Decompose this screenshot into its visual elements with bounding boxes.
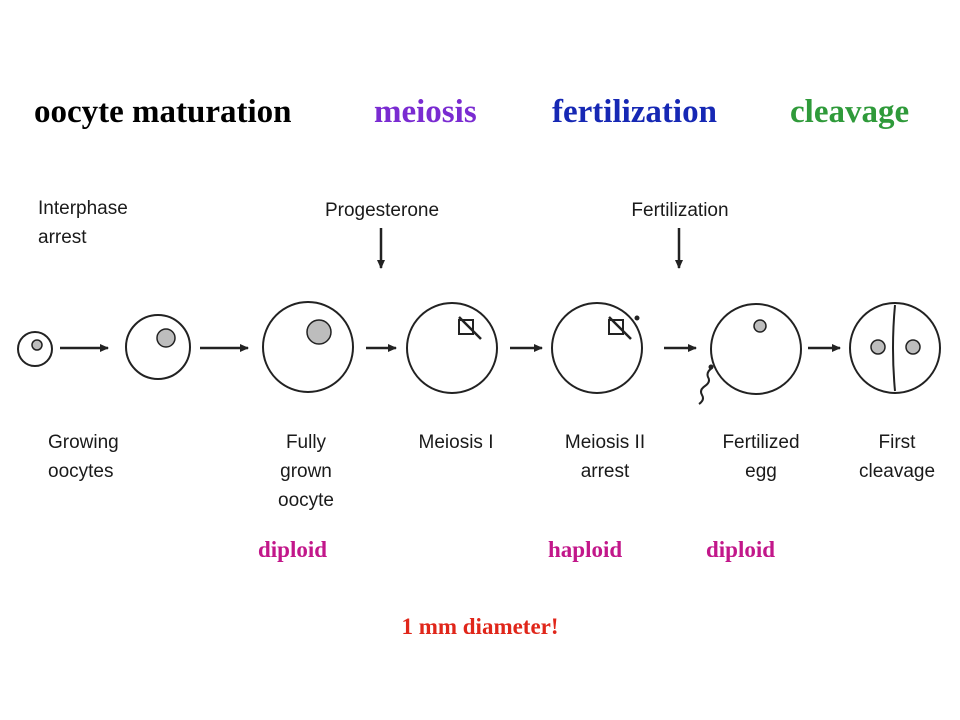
sperm-tail [698, 367, 713, 405]
ploidy-diploid-egg: diploid [706, 537, 776, 562]
ploidy-haploid: haploid [548, 537, 623, 562]
label-meiosis-ii-arrest: Meiosis II arrest [564, 432, 646, 482]
meiosis-ii-cell [551, 302, 643, 394]
ploidy-diploid-oocyte: diploid [258, 537, 328, 562]
growing-oocyte-small [17, 331, 53, 367]
label-first-cleavage: First cleavage [858, 432, 936, 482]
label-fully-grown-oocyte: Fully grown oocyte [278, 432, 334, 511]
fertilized-egg [698, 303, 802, 405]
first-cleavage-cell [849, 302, 941, 394]
header-fertilization: fertilization [552, 94, 717, 130]
header-meiosis: meiosis [374, 94, 477, 130]
diameter-note: 1 mm diameter! [401, 614, 559, 639]
label-fertilized-egg: Fertilized egg [722, 432, 800, 482]
growing-oocyte-medium [125, 314, 191, 380]
label-meiosis-i: Meiosis I [418, 432, 494, 453]
header-oocyte-maturation: oocyte maturation [34, 94, 292, 130]
label-progesterone: Progesterone [324, 200, 440, 221]
header-cleavage: cleavage [790, 94, 910, 130]
label-growing-oocytes: Growing oocytes [48, 432, 119, 482]
label-interphase-arrest: Interphase arrest [38, 198, 128, 248]
meiosis-i-cell [406, 302, 498, 394]
fully-grown-oocyte [262, 301, 354, 393]
label-fertilization-event: Fertilization [631, 200, 729, 221]
